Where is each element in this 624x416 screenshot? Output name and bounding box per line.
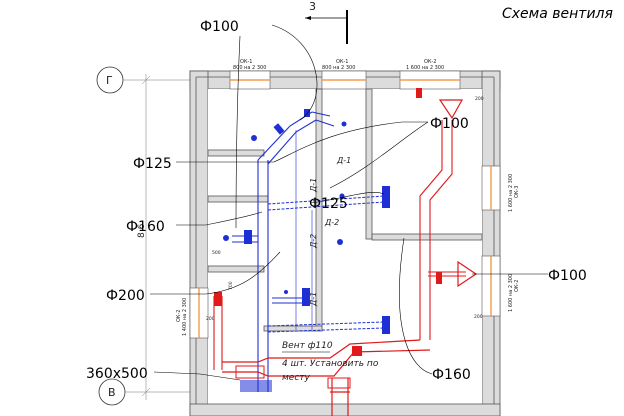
- blue-duct-network: [223, 109, 390, 392]
- callout-diameter-bottom-right: Ф160: [432, 367, 471, 383]
- room-d2: Д-2: [324, 218, 339, 227]
- window-right2-code: ОК-2: [514, 280, 520, 292]
- window-labels: ОК-1 800 на 2 300 ОК-1 800 на 2 300 ОК-2…: [176, 59, 520, 336]
- window-right2-size: 1 600 на 2 300: [508, 274, 514, 312]
- room-d1c: Д-1: [309, 292, 318, 307]
- callout-rect-duct-size: 360x500: [86, 366, 148, 382]
- room-labels: Д-1 Д-1 Д-2 Д-2 Д-1: [309, 156, 351, 307]
- level-marks: 200 200 500 200 700: [206, 96, 484, 322]
- window-right1-code: ОК-3: [514, 186, 520, 198]
- axis-marker-bottom-label: В: [108, 386, 116, 399]
- callout-diameter-left-upper: Ф125: [133, 156, 172, 172]
- window-top2-size: 800 на 2 300: [322, 65, 355, 71]
- window-top3-size: 1 600 на 2 300: [406, 65, 444, 71]
- axis-marker-top-label: Г: [106, 74, 113, 87]
- window-left-size: 1 400 на 2 300: [182, 298, 188, 336]
- note-install-line1: 4 шт. Установить по: [282, 359, 379, 369]
- window-top3-code: ОК-2: [424, 59, 436, 65]
- room-d1b: Д-1: [309, 178, 318, 193]
- room-d1: Д-1: [336, 156, 351, 165]
- axis-marker-bottom: В: [98, 378, 190, 406]
- section-mark-label: 3: [309, 0, 316, 13]
- red-duct-network: [213, 88, 478, 416]
- level-500: 500: [212, 250, 221, 256]
- side-dimension-line: 8 6: [137, 74, 151, 400]
- callout-diameter-left-lower: Ф200: [106, 288, 145, 304]
- window-top2-code: ОК-1: [336, 59, 348, 65]
- window-top1-code: ОК-1: [240, 59, 252, 65]
- leader-lines: [150, 24, 548, 381]
- level-700: 700: [228, 281, 234, 290]
- callout-diameter-left-middle: Ф160: [126, 219, 165, 235]
- callout-diameter-center: Ф125: [309, 196, 348, 212]
- callout-diameter-right-top: Ф100: [430, 116, 469, 132]
- level-200b: 200: [474, 314, 483, 320]
- section-mark: 3: [305, 0, 348, 44]
- callout-diameter-right: Ф100: [548, 268, 587, 284]
- callout-labels: Ф100 Ф100 Ф125 Ф125 Ф160 Ф100 Ф200 360x5…: [86, 19, 587, 383]
- room-d2b: Д-2: [309, 234, 318, 249]
- axis-marker-top: Г: [96, 66, 190, 94]
- level-200c: 200: [206, 316, 215, 322]
- building-walls: [189, 70, 501, 416]
- level-200a: 200: [475, 96, 484, 102]
- drawing-title: Схема вентиля: [502, 6, 613, 22]
- window-right1-size: 1 600 на 2 300: [508, 174, 514, 212]
- note-duct-size: Вент ф110: [282, 341, 333, 351]
- window-left-code: ОК-2: [176, 310, 182, 322]
- note-install-line2: месту: [282, 373, 311, 383]
- side-dimension-value: 8 6: [137, 223, 147, 238]
- window-top1-size: 800 на 2 300: [233, 65, 266, 71]
- duct-notes: Вент ф110 4 шт. Установить по месту: [282, 341, 379, 383]
- callout-diameter-top: Ф100: [200, 19, 239, 35]
